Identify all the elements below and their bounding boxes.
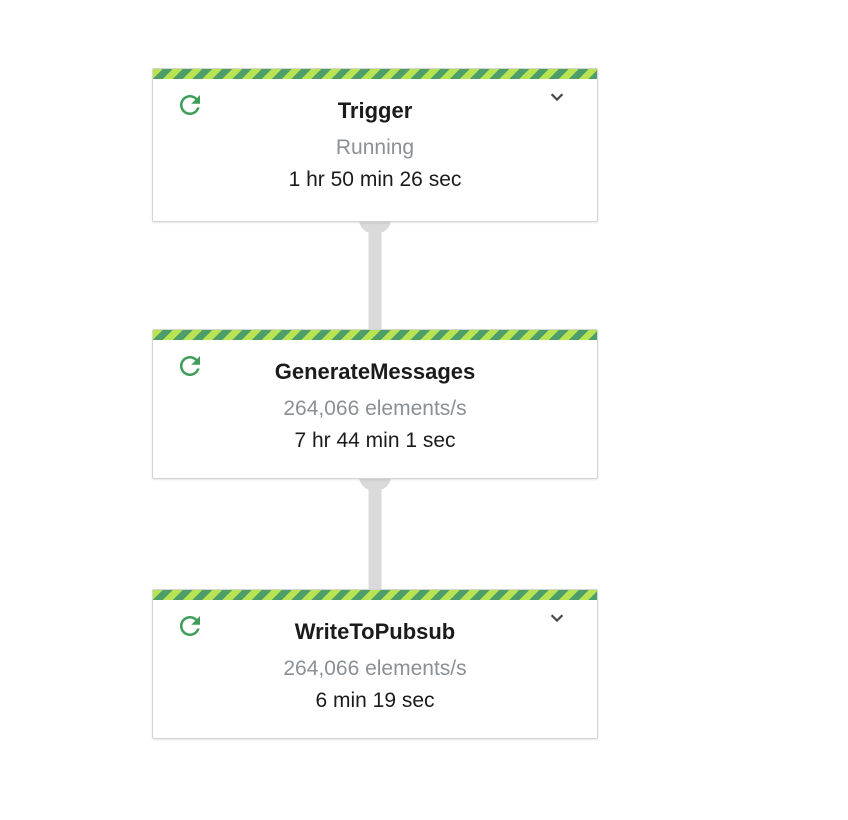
edge-generatemessages-to-writetopubsub (359, 478, 391, 591)
node-text-block: GenerateMessages 264,066 elements/s 7 hr… (153, 340, 597, 457)
step-throughput: 264,066 elements/s (283, 397, 467, 420)
edge-trigger-to-generatemessages (359, 221, 391, 331)
running-progress-stripe (153, 590, 597, 600)
node-generatemessages[interactable]: GenerateMessages 264,066 elements/s 7 hr… (152, 329, 598, 479)
node-writetopubsub[interactable]: WriteToPubsub 264,066 elements/s 6 min 1… (152, 589, 598, 739)
step-title: WriteToPubsub (294, 619, 456, 644)
running-progress-stripe (153, 69, 597, 79)
step-title: Trigger (337, 98, 413, 123)
step-title: GenerateMessages (274, 359, 476, 384)
chevron-down-icon (550, 93, 564, 102)
chevron-down-icon (550, 614, 564, 623)
step-throughput: 264,066 elements/s (283, 657, 467, 680)
expand-step-button[interactable] (545, 606, 569, 630)
running-progress-stripe (153, 330, 597, 340)
node-trigger[interactable]: Trigger Running 1 hr 50 min 26 sec (152, 68, 598, 222)
expand-step-button[interactable] (545, 85, 569, 109)
node-text-block: Trigger Running 1 hr 50 min 26 sec (153, 79, 597, 196)
node-text-block: WriteToPubsub 264,066 elements/s 6 min 1… (153, 600, 597, 717)
step-duration: 7 hr 44 min 1 sec (294, 429, 456, 452)
step-status: Running (335, 136, 415, 159)
step-duration: 1 hr 50 min 26 sec (288, 168, 462, 191)
step-duration: 6 min 19 sec (315, 689, 435, 712)
